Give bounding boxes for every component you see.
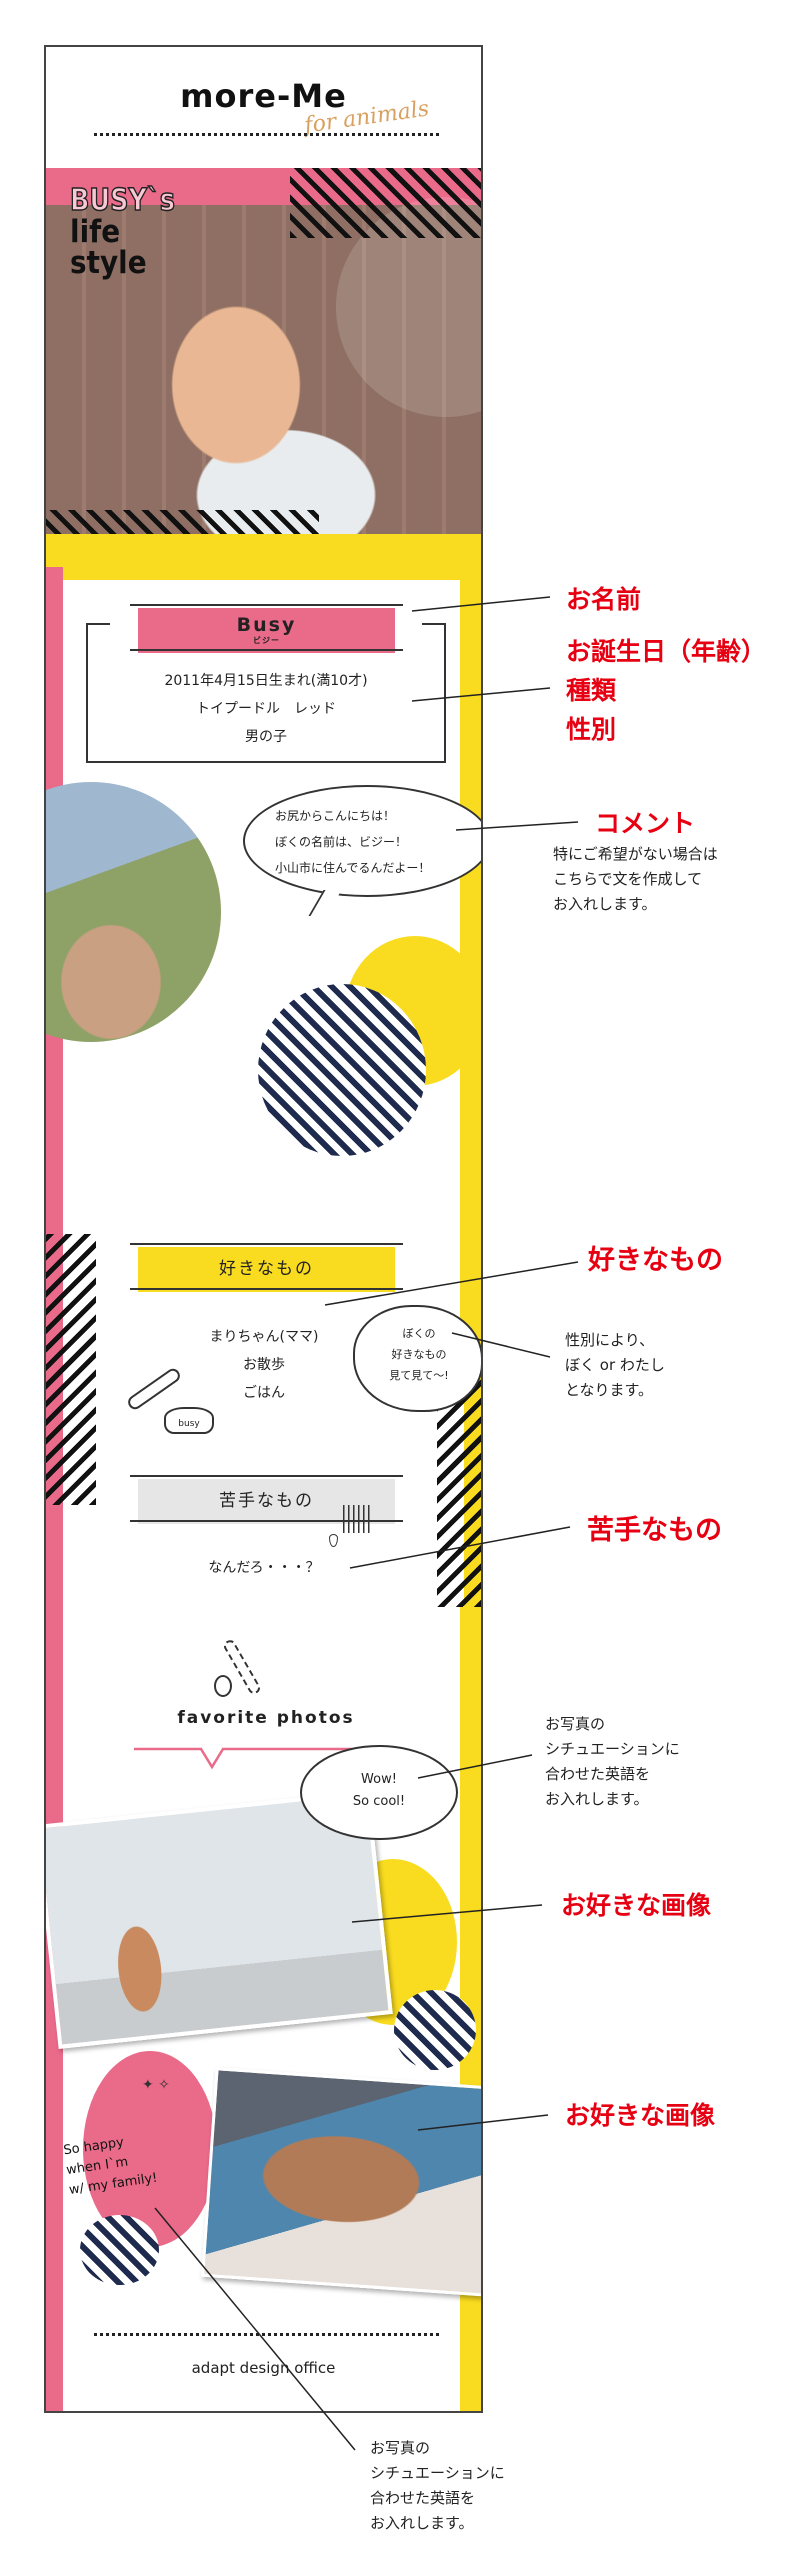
sex: 男の子: [245, 729, 287, 745]
comment-bubble-tail: [308, 890, 342, 916]
round-photo: [46, 782, 221, 1042]
note-line: お入れします。: [545, 1790, 649, 1808]
profile-box-top-left: [86, 623, 110, 625]
likes-cloud-bubble: [353, 1305, 481, 1412]
note-line: こちらで文を作成して: [553, 870, 703, 888]
likes-banner: 好きなもの: [130, 1243, 403, 1292]
annotation-birth: お誕生日（年齢）: [566, 637, 767, 666]
stripes-right: [437, 1377, 481, 1607]
annotation-comment-note: 特にご希望がない場合は こちらで文を作成して お入れします。: [553, 842, 718, 917]
note-line: お写真の: [545, 1715, 606, 1733]
likes-item: お散歩: [243, 1357, 285, 1373]
sparkle-icon: ✦ ✧: [142, 2077, 170, 2093]
comment-line: お尻からこんにちは！: [275, 809, 396, 823]
cloud-line: 見て見て〜!: [389, 1369, 449, 1382]
hero-title-line1: life: [70, 214, 121, 250]
cloud-line: ぼくの: [402, 1327, 436, 1340]
navy-striped-circle: [258, 984, 426, 1156]
footer-credit: adapt design office: [191, 2359, 336, 2377]
header-divider: [94, 133, 439, 136]
annotation-english-note-2: お写真の シチュエーションに 合わせた英語を お入れします。: [370, 2436, 505, 2536]
annotation-dislikes: 苦手なもの: [587, 1515, 722, 1546]
comment-text: お尻からこんにちは！ ぼくの名前は、ビジー！ 小山市に住んでるんだよー！: [275, 803, 430, 881]
bubble-line: Wow!: [361, 1772, 397, 1787]
photo-sleeping: [201, 2067, 481, 2297]
annotation-likes: 好きなもの: [588, 1245, 723, 1276]
note-line: お入れします。: [370, 2514, 474, 2532]
annotation-name: お名前: [566, 585, 642, 614]
annotation-likes-note: 性別により、 ぼく or わたし となります。: [565, 1328, 665, 1403]
photos-title: favorite photos: [177, 1708, 355, 1728]
comment-line: 小山市に住んでるんだよー！: [275, 861, 431, 875]
hatch-icon: [343, 1505, 371, 1533]
likes-cloud-text: ぼくの 好きなもの 見て見て〜!: [359, 1323, 479, 1386]
dislikes-item: なんだろ・・・？: [208, 1560, 320, 1576]
hero-title-line2: style: [70, 245, 147, 281]
note-line: 性別により、: [565, 1331, 655, 1349]
annotation-english-note: お写真の シチュエーションに 合わせた英語を お入れします。: [545, 1712, 680, 1812]
note-line: お入れします。: [553, 895, 657, 913]
likes-list: まりちゃん(ママ) お散歩 ごはん: [164, 1323, 364, 1407]
hero-title-outline: BUSY`s: [69, 182, 175, 219]
note-line: 合わせた英語を: [370, 2489, 476, 2507]
navy-striped-circle-2: [394, 1990, 476, 2070]
photo-caption: So happy when I`m w/ my family!: [62, 2129, 159, 2201]
annotation-comment: コメント: [595, 809, 696, 838]
annotation-sex: 性別: [566, 715, 617, 744]
note-line: シチュエーションに: [370, 2464, 505, 2482]
likes-item: まりちゃん(ママ): [209, 1329, 319, 1345]
ball-icon: [214, 1675, 232, 1697]
cloud-line: 好きなもの: [391, 1348, 447, 1361]
annotation-photo1: お好きな画像: [561, 1891, 712, 1920]
profile-box-top-right: [422, 623, 446, 625]
footer-divider: [94, 2333, 439, 2336]
note-line: お写真の: [370, 2439, 431, 2457]
profile-details: 2011年4月15日生まれ(満10才) トイプードル レッド 男の子: [86, 667, 446, 751]
pet-name: Busy: [236, 614, 297, 636]
annotation-breed: 種類: [566, 676, 617, 705]
note-line: 合わせた英語を: [545, 1765, 651, 1783]
pet-name-kana: ビジー: [253, 636, 280, 645]
comment-bubble: [243, 785, 481, 897]
birth-date: 2011年4月15日生まれ(満10才): [164, 673, 368, 689]
bowl-icon: busy: [164, 1407, 214, 1434]
annotation-photo2: お好きな画像: [565, 2101, 716, 2130]
note-line: となります。: [565, 1381, 654, 1399]
likes-item: ごはん: [243, 1385, 285, 1401]
bubble-line: So cool!: [352, 1794, 406, 1809]
comment-line: ぼくの名前は、ビジー！: [275, 835, 408, 849]
yellow-band: [46, 534, 481, 580]
logo: more-Me: [180, 77, 347, 115]
note-line: ぼく or わたし: [565, 1356, 665, 1374]
navy-striped-circle-3: [80, 2215, 159, 2285]
hero-photo: [46, 205, 481, 535]
drop-icon: [329, 1534, 338, 1547]
wow-bubble-text: Wow! So cool!: [300, 1769, 458, 1813]
name-banner: Busy ビジー: [130, 604, 403, 653]
stripes-top-right: [290, 168, 481, 238]
stripes-left: [46, 1234, 96, 1505]
note-line: シチュエーションに: [545, 1740, 680, 1758]
note-line: 特にご希望がない場合は: [553, 845, 718, 863]
breed: トイプードル レッド: [196, 701, 336, 717]
